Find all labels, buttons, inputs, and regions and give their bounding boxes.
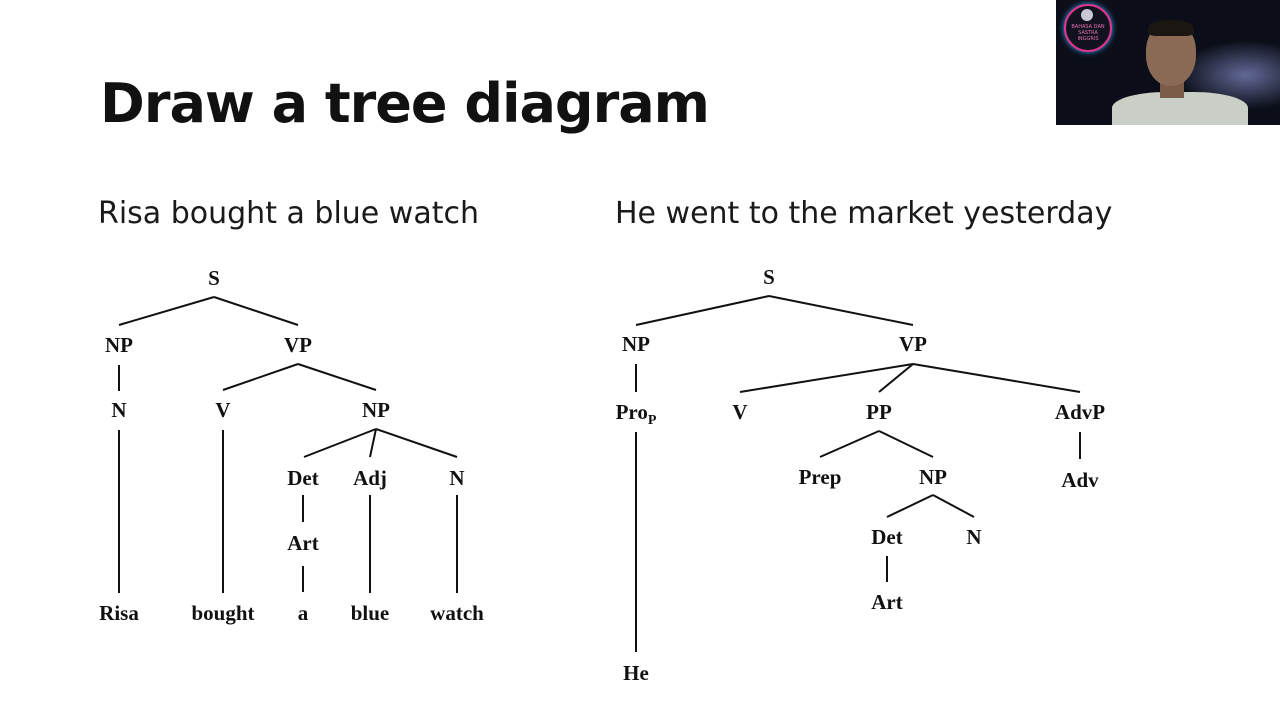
edge — [635, 295, 770, 326]
node-pro-label: Pro — [616, 400, 648, 424]
node-adj: Adj — [353, 466, 387, 490]
edge — [739, 363, 914, 393]
node-n: N — [111, 398, 126, 422]
node-v: V — [215, 398, 230, 422]
node-s: S — [208, 266, 220, 290]
node-v: V — [732, 400, 747, 424]
edge — [886, 494, 934, 518]
node-pp: PP — [866, 400, 892, 424]
presenter-hair — [1148, 20, 1194, 36]
edge — [819, 430, 880, 458]
edge — [768, 295, 914, 326]
tree-left: S NP VP N V NP Det Adj N Art Risa bought… — [99, 266, 484, 625]
node-art: Art — [871, 590, 902, 614]
node-s: S — [763, 265, 775, 289]
word-a: a — [298, 601, 309, 625]
node-prep: Prep — [799, 465, 842, 489]
edge — [213, 296, 299, 326]
node-np2: NP — [919, 465, 947, 489]
word-risa: Risa — [99, 601, 139, 625]
edge — [297, 363, 377, 391]
edge — [303, 428, 377, 458]
node-np: NP — [622, 332, 650, 356]
logo-text: BAHASA DAN SASTRA INGGRIS — [1071, 24, 1105, 42]
node-vp: VP — [899, 332, 927, 356]
node-np2: NP — [362, 398, 390, 422]
node-np: NP — [105, 333, 133, 357]
node-n: N — [966, 525, 981, 549]
sentence-left: Risa bought a blue watch — [98, 196, 479, 231]
edge — [369, 428, 377, 458]
department-logo: BAHASA DAN SASTRA INGGRIS — [1064, 4, 1112, 52]
node-pro: ProP — [616, 400, 657, 428]
edge — [878, 363, 914, 393]
node-n2: N — [449, 466, 464, 490]
node-adv: Adv — [1061, 468, 1099, 492]
edge — [878, 430, 934, 458]
edge — [912, 363, 1081, 393]
node-pro-subscript: P — [648, 413, 657, 428]
word-blue: blue — [351, 601, 390, 625]
node-det: Det — [287, 466, 318, 490]
node-art: Art — [287, 531, 318, 555]
edge — [375, 428, 458, 458]
edge — [932, 494, 975, 518]
node-advp: AdvP — [1055, 400, 1105, 424]
word-he: He — [623, 661, 649, 685]
logo-emblem-icon — [1081, 9, 1093, 21]
slide-title: Draw a tree diagram — [100, 72, 710, 135]
word-watch: watch — [430, 601, 484, 625]
node-det: Det — [871, 525, 902, 549]
edge — [118, 296, 215, 326]
tree-right: S NP VP ProP V PP AdvP Prep NP Adv Det N… — [616, 265, 1106, 685]
sentence-right: He went to the market yesterday — [615, 196, 1113, 231]
word-bought: bought — [191, 601, 254, 625]
edge — [222, 363, 299, 391]
presenter-video: BAHASA DAN SASTRA INGGRIS — [1056, 0, 1280, 125]
node-vp: VP — [284, 333, 312, 357]
